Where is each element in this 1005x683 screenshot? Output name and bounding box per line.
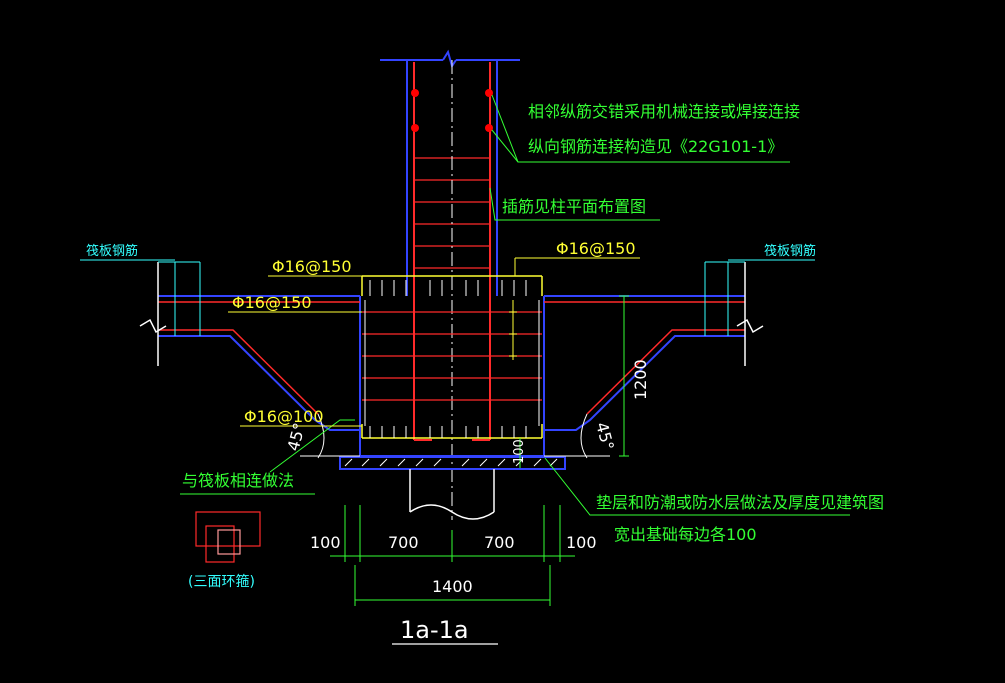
cap-bottom-ticks: [369, 426, 527, 438]
dim-left-offset: 100: [310, 533, 341, 552]
dim-total-width: 1400: [432, 577, 473, 596]
rebar-label-bottom-left: Φ16@100: [244, 407, 324, 426]
rebar-leader-lines: [228, 257, 640, 427]
splice-note-line2: 纵向钢筋连接构造见《22G101-1》: [528, 137, 783, 156]
cushion-layer: [339, 456, 566, 470]
dowel-note: 插筋见柱平面布置图: [502, 197, 646, 216]
splice-note-line1: 相邻纵筋交错采用机械连接或焊接连接: [528, 102, 800, 121]
cushion-thickness-label: 100: [512, 439, 527, 464]
rebar-label-top-left: Φ16@150: [272, 257, 352, 276]
width-dimension-lines: [330, 505, 575, 606]
rebar-label-mid-left: Φ16@150: [232, 293, 312, 312]
raft-slab-rebar: [158, 301, 745, 415]
raft-label-right: 筏板钢筋: [764, 243, 816, 259]
angle-label-right: 45°: [592, 420, 618, 452]
leader-lines: [180, 94, 850, 516]
cushion-note-line1: 垫层和防潮或防水层做法及厚度见建筑图: [596, 493, 884, 512]
dim-right-half: 700: [484, 533, 515, 552]
raft-edge-bars: [158, 261, 745, 336]
pile-body: [409, 469, 495, 520]
raft-break-marks: [139, 262, 764, 366]
cap-side-spacing: [509, 300, 517, 360]
dim-right-offset: 100: [566, 533, 597, 552]
coupler-dots: [411, 89, 493, 132]
raft-slab-outline: [158, 295, 745, 457]
cap-top-bars: [361, 275, 543, 296]
tie-legend-symbol: [195, 511, 261, 563]
raft-label-left: 筏板钢筋: [86, 243, 138, 259]
depth-dimension: [519, 295, 629, 468]
raft-joint-note: 与筏板相连做法: [182, 471, 294, 490]
cushion-note-line2: 宽出基础每边各100: [614, 525, 757, 544]
depth-label: 1200: [631, 359, 650, 400]
cap-side-bars: [364, 300, 540, 426]
column-outline: [380, 49, 520, 296]
tie-legend-label: (三面环箍): [188, 573, 255, 590]
angle-arcs: [300, 413, 610, 459]
dim-left-half: 700: [388, 533, 419, 552]
section-title: 1a-1a: [400, 616, 469, 644]
cap-top-ticks: [369, 280, 527, 296]
rebar-label-top-right: Φ16@150: [556, 239, 636, 258]
